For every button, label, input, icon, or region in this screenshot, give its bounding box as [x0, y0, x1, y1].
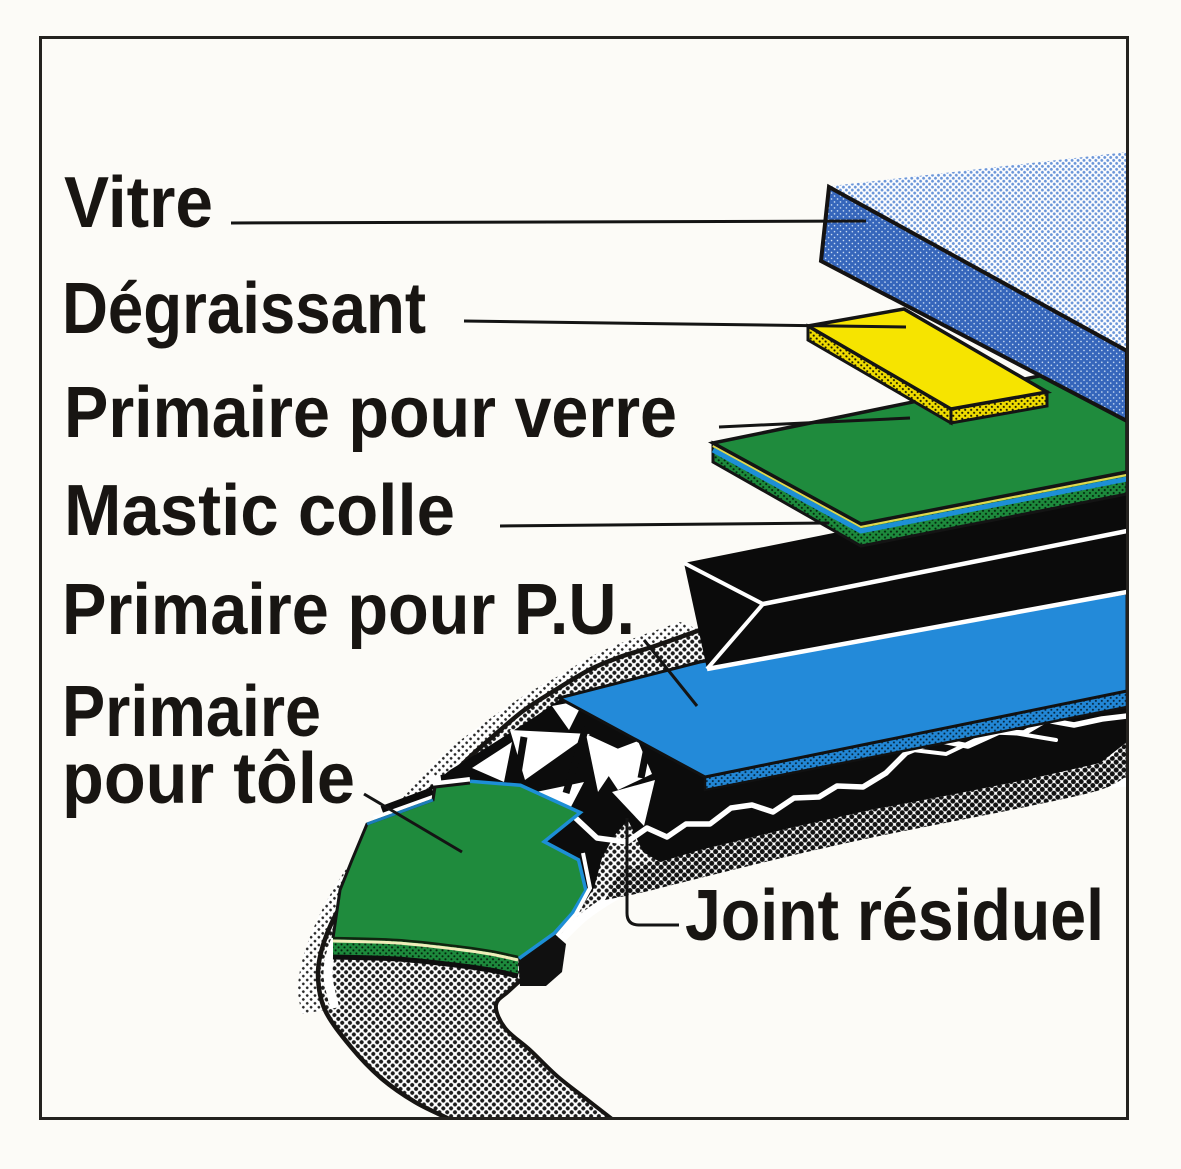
- svg-text:Primaire pour verre: Primaire pour verre: [64, 373, 677, 453]
- svg-text:Dégraissant: Dégraissant: [62, 269, 426, 349]
- svg-text:Mastic colle: Mastic colle: [64, 471, 455, 551]
- svg-text:Joint résiduel: Joint résiduel: [685, 876, 1104, 956]
- svg-text:Vitre: Vitre: [64, 163, 213, 243]
- svg-text:pour tôle: pour tôle: [62, 739, 355, 819]
- svg-text:Primaire: Primaire: [62, 672, 321, 752]
- svg-text:Primaire pour P.U.: Primaire pour P.U.: [62, 570, 635, 650]
